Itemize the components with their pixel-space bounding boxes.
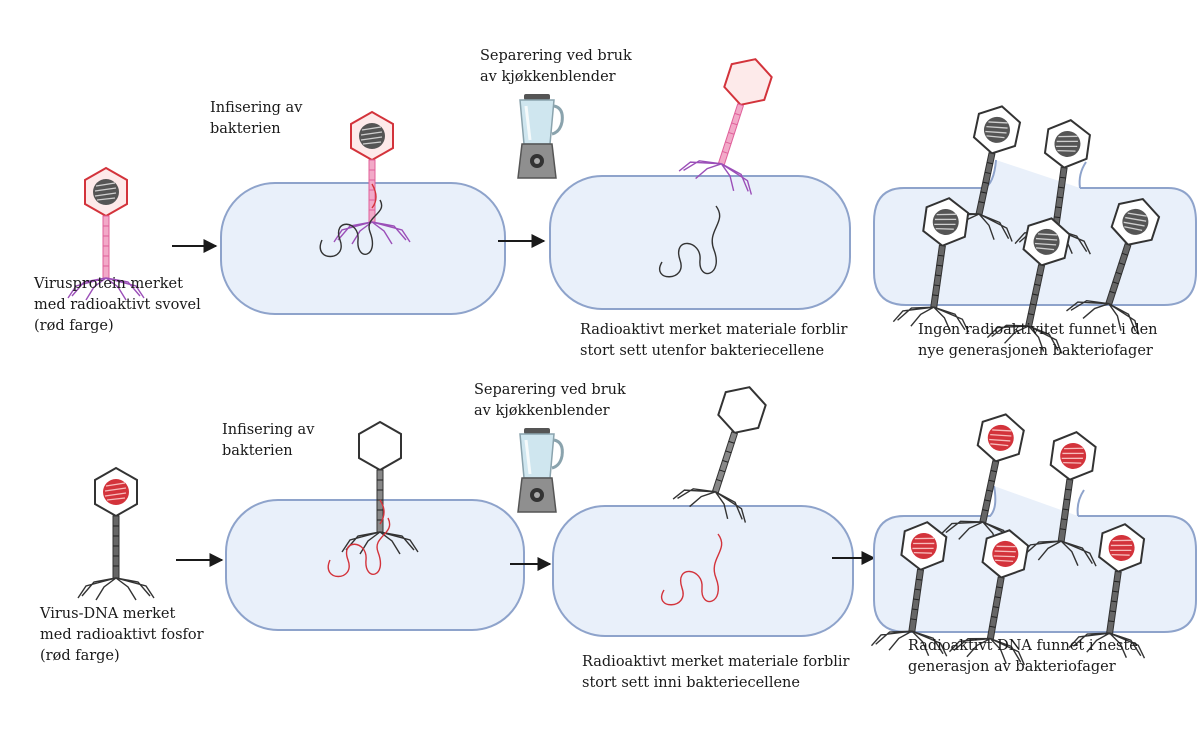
dna-injection [371,183,377,209]
bacterium-cell-icon [225,499,525,631]
progeny-phages [892,97,1180,357]
phage-icon-dna-labelled [77,467,155,601]
dna-strand-icon [661,533,723,606]
bacterium-cell-icon [220,182,506,315]
phage-ghost-icon [677,46,793,198]
blender-icon [516,426,564,514]
bacterium-cell-icon [549,175,851,310]
blender-icon [516,92,564,180]
dna-strand-icon [319,199,383,258]
phage-ghost-icon [671,374,787,526]
dna-strand-icon [659,205,721,278]
bacterium-cell-icon [552,505,854,637]
dna-strand-icon [327,517,391,578]
